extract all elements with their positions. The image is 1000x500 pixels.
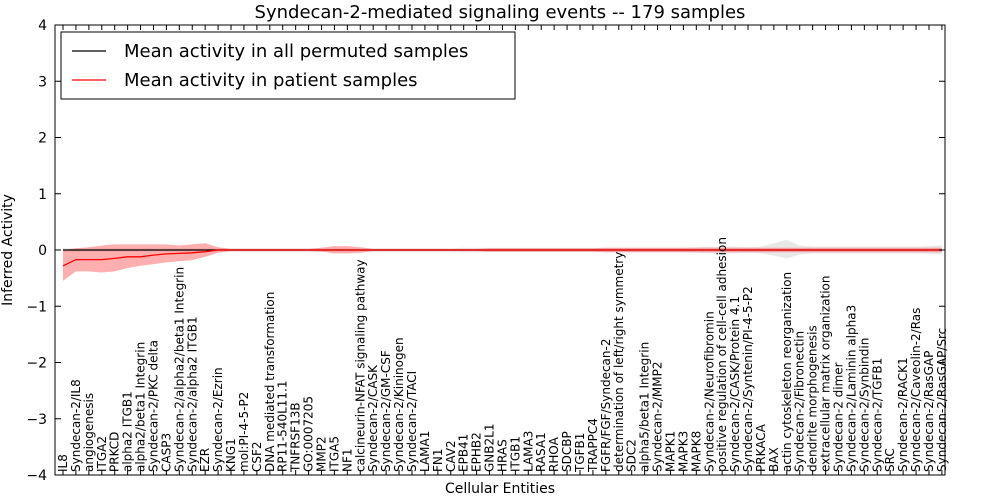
x-tick-label: Syndecan-2/Synbindin (857, 338, 871, 472)
x-tick-label: Syndecan-2/RACK1 (896, 357, 910, 472)
x-tick-label: Syndecan-2/CASK/Protein 4.1 (728, 296, 742, 472)
x-tick-label: HRAS (496, 439, 510, 472)
x-tick-label: Syndecan-2/PKC delta (147, 340, 161, 472)
legend-box (60, 31, 516, 100)
x-tick-label: FGFR/FGF/Syndecan-2 (599, 339, 613, 472)
legend-label-patient: Mean activity in patient samples (124, 70, 418, 91)
x-tick-label: ITGA5 (327, 436, 341, 472)
x-tick-label: alpha2 ITGB1 (121, 391, 135, 472)
x-tick-label: ITGA2 (95, 436, 109, 472)
x-tick-label: RHOA (547, 436, 561, 472)
x-tick-label: PRKCD (108, 432, 122, 472)
x-tick-label: SDCBP (560, 431, 574, 472)
x-tick-label: Syndecan-2/CASK (366, 364, 380, 472)
x-tick-label: RP11-540L11.1 (276, 381, 290, 472)
x-tick-label: CSF2 (250, 441, 264, 472)
y-tick-label: −4 (26, 468, 47, 484)
x-tick-label: IL8 (56, 454, 70, 472)
y-axis: −4 −3 −2 −1 0 1 2 3 4 (26, 18, 945, 484)
x-axis-label: Cellular Entities (445, 481, 555, 497)
chart-title: Syndecan-2-mediated signaling events -- … (255, 2, 746, 23)
x-tick-label: TNFRSF13B (289, 402, 303, 473)
x-tick-label: ITGB1 (508, 436, 522, 472)
series-lines (62, 249, 942, 267)
x-tick-label: FN1 (431, 448, 445, 472)
x-tick-label: GNB2L1 (483, 424, 497, 472)
x-tick-label: DNA mediated transformation (263, 292, 277, 472)
x-tick-label: MAPK8 (689, 431, 703, 472)
x-tick-label: Syndecan-2/Laminin alpha3 (844, 305, 858, 472)
y-tick-label: −1 (26, 299, 47, 315)
x-tick-label: determination of left/right symmetry (612, 252, 626, 472)
x-tick-label: Syndecan-2/alpha2 ITGB1 (185, 316, 199, 472)
x-tick-label: alpha5/beta1 Integrin (638, 342, 652, 472)
legend: Mean activity in all permuted samples Me… (60, 31, 516, 100)
x-tick-label: actin cytoskeleton reorganization (780, 272, 794, 472)
x-tick-label: GO:0007205 (302, 396, 316, 472)
x-tick-label: LAMA1 (418, 431, 432, 472)
x-tick-label: TRAPPC4 (586, 418, 600, 473)
x-tick-label: MMP2 (315, 436, 329, 472)
confidence-bands (63, 239, 942, 281)
x-tick-label: Syndecan-2/TACI (405, 371, 419, 472)
y-tick-label: 4 (38, 18, 47, 34)
y-tick-label: −2 (26, 356, 47, 372)
x-tick-label: SDC2 (625, 439, 639, 472)
x-tick-label: extracellular matrix organization (819, 276, 833, 473)
x-tick-label: Syndecan-2/IL8 (69, 379, 83, 472)
legend-label-permuted: Mean activity in all permuted samples (124, 41, 468, 62)
x-tick-label: PRKACA (754, 423, 768, 472)
x-tick-label: SRC (883, 448, 897, 472)
y-tick-label: 2 (38, 131, 47, 147)
x-tick-label: Syndecan-2/RasGAP (922, 351, 936, 472)
x-tick-label: Syndecan-2/Kininogen (392, 337, 406, 472)
y-axis-label: Inferred Activity (0, 194, 16, 306)
band-permuted (63, 239, 942, 259)
x-tick-label: Syndecan-2/alpha2/beta1 Integrin (172, 267, 186, 472)
x-tick-label: Syndecan-2 dimer (832, 362, 846, 472)
x-tick-label: CASP3 (159, 433, 173, 472)
y-tick-label: 0 (38, 243, 47, 259)
y-tick-label: 3 (38, 74, 47, 90)
x-tick-label: Syndecan-2/Syntenin/PI-4-5-P2 (741, 286, 755, 472)
x-tick-label: KNG1 (224, 438, 238, 472)
x-tick-label: EPB41 (457, 434, 471, 472)
x-tick-label: Syndecan-2/Neurofibromin (702, 311, 716, 472)
x-tick-label: RASA1 (534, 432, 548, 472)
x-tick-label: Syndecan-2/Ezrin (211, 367, 225, 472)
x-tick-label: BAX (767, 447, 781, 472)
x-tick-label: Syndecan-2/Fibronectin (793, 331, 807, 472)
x-tick-label: calcineurin-NFAT signaling pathway (353, 259, 367, 472)
x-tick-label: CAV2 (444, 440, 458, 472)
x-tick-label: dendrite morphogenesis (806, 325, 820, 472)
x-tick-label: MAPK3 (676, 431, 690, 472)
y-tick-label: −3 (26, 412, 47, 428)
x-tick-label: positive regulation of cell-cell adhesio… (715, 237, 729, 472)
x-tick-label: Syndecan-2/RasGAP/Src (935, 328, 949, 472)
x-tick-label: EZR (198, 448, 212, 472)
x-tick-label: NF1 (340, 448, 354, 472)
x-tick-label: angiogenesis (82, 393, 96, 472)
y-tick-label: 1 (38, 187, 47, 203)
x-tick-label: Syndecan-2/MMP2 (651, 362, 665, 472)
x-tick-label: TGFB1 (573, 433, 587, 473)
x-tick-label: MAPK1 (664, 431, 678, 472)
x-tick-label: mol:PI-4-5-P2 (237, 392, 251, 472)
x-tick-label: alpha2/beta1 Integrin (134, 342, 148, 472)
band-patient (63, 243, 942, 281)
x-tick-label: LAMA3 (521, 431, 535, 472)
x-tick-label: Syndecan-2/TGFB1 (870, 358, 884, 472)
x-tick-label: Syndecan-2/Caveolin-2/Ras (909, 308, 923, 472)
x-tick-label: Syndecan-2/GM-CSF (379, 350, 393, 472)
x-tick-label: EPHB2 (470, 432, 484, 472)
